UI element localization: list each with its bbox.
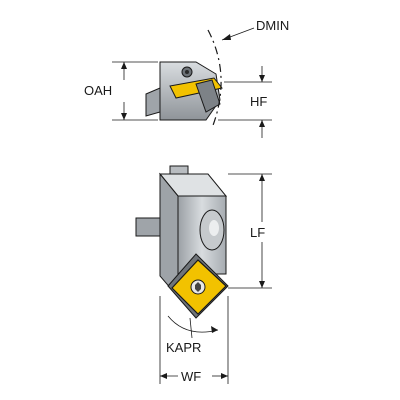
side-view: [145, 29, 223, 129]
hf-label: HF: [250, 94, 267, 109]
front-shank: [135, 217, 161, 237]
dim-lf: [228, 173, 272, 289]
dim-oah: [112, 61, 158, 121]
top-tab: [169, 165, 189, 175]
dmin-label: DMIN: [256, 18, 289, 33]
screw-center-icon: [185, 70, 189, 74]
lf-label: LF: [250, 225, 265, 240]
side-shank: [145, 87, 161, 117]
torx-icon: [195, 282, 201, 292]
dmin-arc: [207, 29, 222, 129]
dome-highlight: [209, 220, 219, 236]
oah-label: OAH: [84, 83, 112, 98]
dim-hf: [218, 66, 272, 138]
wf-label: WF: [181, 369, 201, 384]
side-clamp: [195, 79, 221, 113]
dim-dmin: [221, 27, 255, 41]
dim-kapr: [167, 315, 219, 339]
dim-wf: [159, 296, 229, 384]
kapr-label: KAPR: [166, 340, 201, 355]
front-view: [135, 165, 229, 319]
